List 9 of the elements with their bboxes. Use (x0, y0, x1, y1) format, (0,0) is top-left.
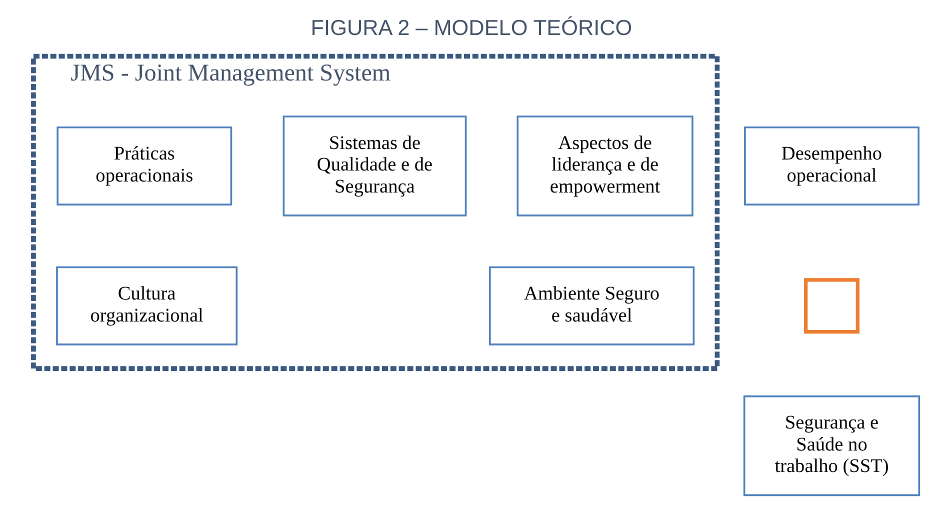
diagram-title: FIGURA 2 – MODELO TEÓRICO (310, 15, 632, 40)
node-box: Ambiente Seguro e saudável (488, 266, 695, 346)
node-plus (804, 278, 860, 334)
node-box: Cultura organizacional (56, 266, 238, 346)
node-box: Sistemas de Qualidade e de Segurança (282, 116, 467, 216)
node-box: Práticas operacionais (56, 126, 232, 206)
node-box: Segurança e Saúde no trabalho (SST) (743, 395, 920, 496)
node-box: Aspectos de liderança e de empowerment (516, 116, 694, 216)
node-box: Desempenho operacional (744, 126, 920, 206)
